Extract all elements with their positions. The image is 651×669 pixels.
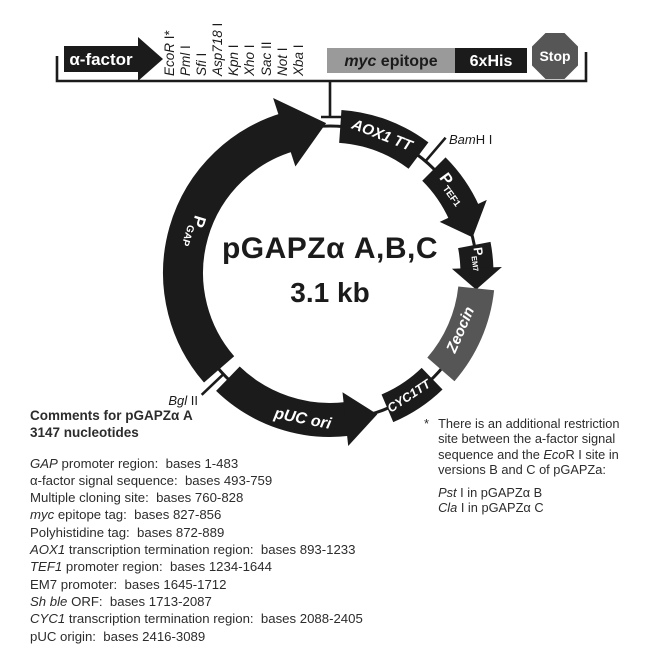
footnote-variant-c: Cla I in pGAPZα C [438,500,544,516]
6xhis-box [455,48,527,73]
feature-gap-promoter: GAP promoter region: bases 1-483 [30,455,239,471]
mcs-site-xbai: Xba I [291,44,306,77]
mcs-site-sacii: Sac II [259,41,274,76]
feature-myc-tag: myc epitope tag: bases 827-856 [30,507,222,523]
mcs-site-kpni: Kpn I [226,44,241,76]
feature-sh-ble: Sh ble ORF: bases 1713-2087 [30,593,212,609]
plasmid-title: pGAPZα A,B,C [222,232,438,265]
footnote-line: sequence and the EcoR I site in [438,446,619,462]
puc-ori-arc [216,366,350,437]
stop-sign-icon [532,33,578,79]
feature-polyhistidine: Polyhistidine tag: bases 872-889 [30,524,225,540]
feature-aox1-tt: AOX1 transcription termination region: b… [30,542,356,558]
bamhi-tick [424,136,447,163]
comments-block: Comments for pGAPZα A 3147 nucleotides G… [30,407,363,645]
myc-epitope-box [327,48,455,73]
bglii-label: Bgl II [168,393,198,408]
feature-em7: EM7 promoter: bases 1645-1712 [30,576,227,592]
feature-puc-origin: pUC origin: bases 2416-3089 [30,628,206,644]
footnote-variant-b: Pst I in pGAPZα B [438,485,543,501]
alpha-factor-label: α-factor [69,50,133,69]
bglii-tick [200,373,225,396]
comments-heading: Comments for pGAPZα A [30,408,193,423]
ptef1-arrowhead [439,199,487,238]
myc-epitope-label: myc epitope [344,53,437,70]
stop-label: Stop [539,48,570,64]
footnote-line: There is an additional restriction [438,416,620,431]
mcs-site-xhoi: Xho I [242,44,257,77]
pgap-arrowhead [273,98,327,167]
6xhis-label: 6xHis [470,53,513,70]
mcs-site-ecori: EcoR I* [162,29,177,76]
feature-tef1: TEF1 promoter region: bases 1234-1644 [30,559,272,575]
pgap-promoter-arc [163,113,294,383]
asterisk-marker: * [424,416,430,431]
footnote-line: versions B and C of pGAPZa: [438,461,606,477]
mcs-site-asp718i: Asp718 I [210,23,225,77]
footnote-line: site between the a-factor signal [438,431,616,447]
mcs-site-sfii: Sfi I [194,53,209,76]
puc-ori-arrowhead [342,392,378,446]
cyc1-tt-arc [381,367,443,423]
bamhi-label: BamH I [449,132,492,147]
pem7-label: PEM7 [468,246,487,272]
pem7-arrowhead [451,267,502,290]
comments-nucleotides: 3147 nucleotides [30,425,139,441]
zeocin-resistance-arc [426,285,495,382]
feature-cyc1-tt: CYC1 transcription termination region: b… [30,611,363,627]
plasmid-size: 3.1 kb [290,277,369,308]
alpha-factor-arrow [64,37,163,81]
aox1-tt-arc [338,109,429,170]
feature-mcs: Multiple cloning site: bases 760-828 [30,490,244,506]
feature-alpha-factor: α-factor signal sequence: bases 493-759 [30,472,273,488]
mcs-site-pmli: Pml I [178,45,193,76]
footnote-block: * There is an additional restriction sit… [424,416,619,516]
ptef1-promoter-arc [421,157,480,221]
linear-map-bracket [55,52,588,83]
mcs-site-noti: Not I [275,47,290,76]
